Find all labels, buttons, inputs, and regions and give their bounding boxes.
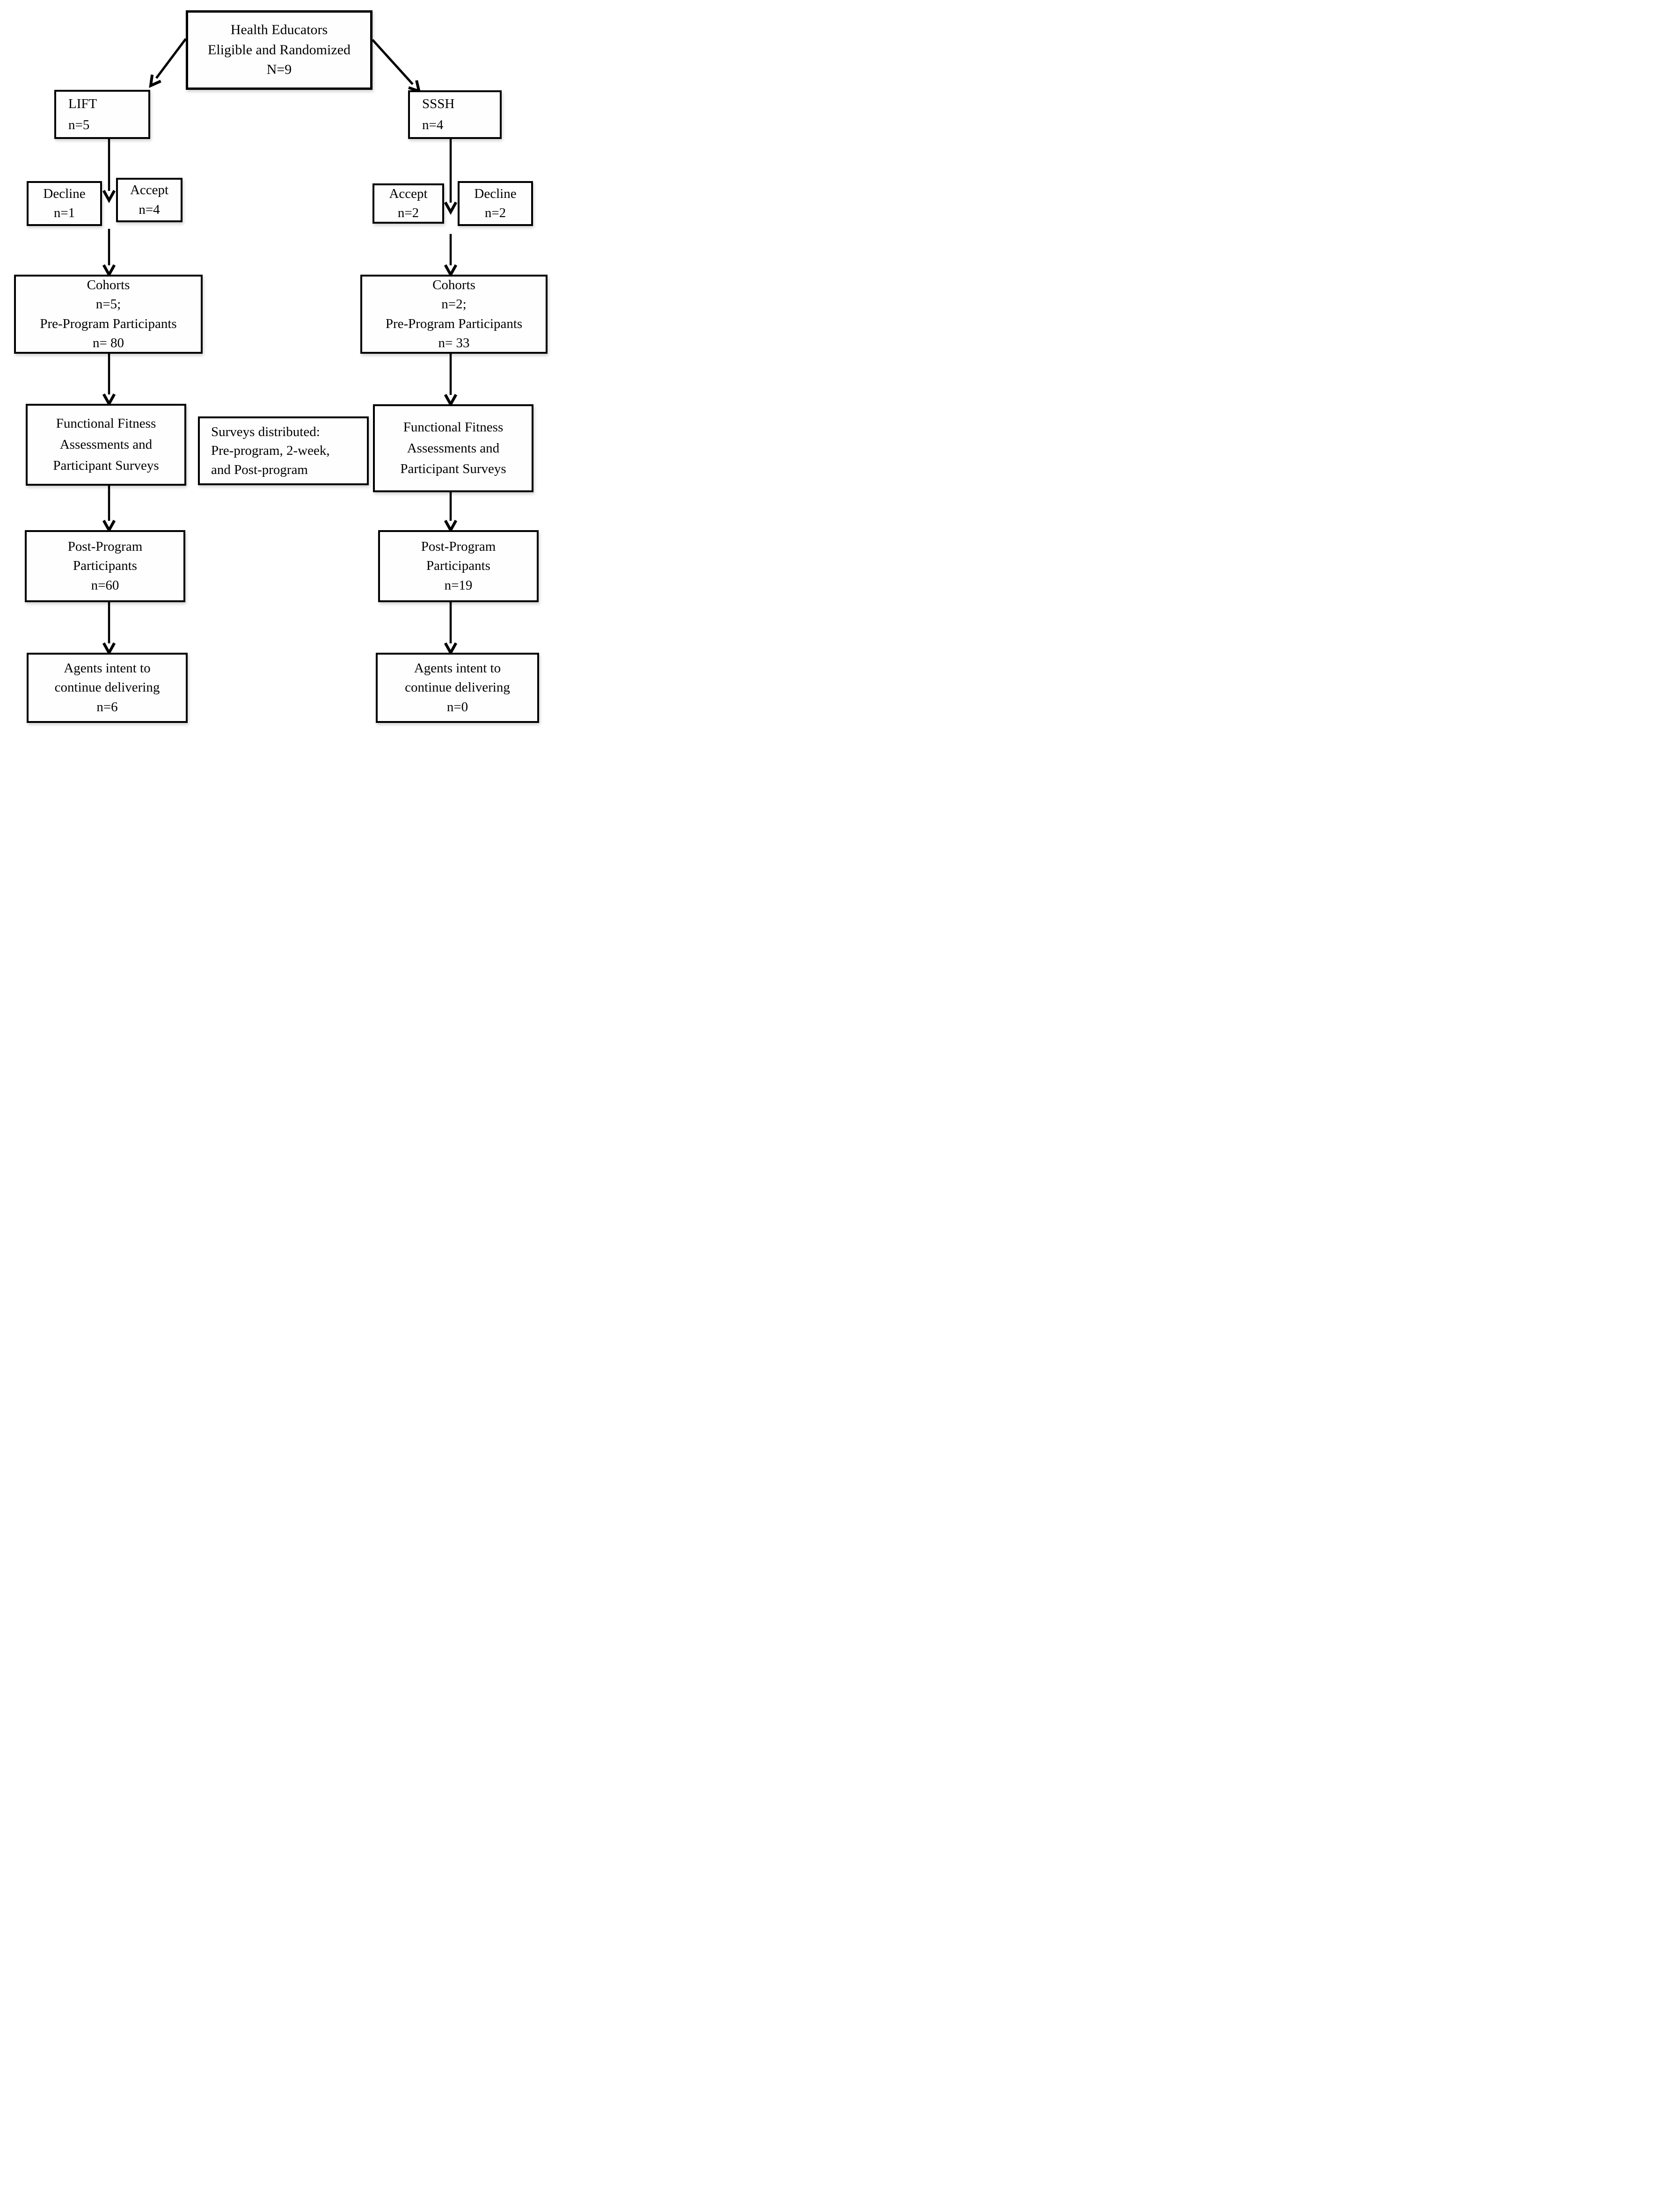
node-text-line: Participant Surveys xyxy=(53,458,159,473)
node-text-line: Health Educators xyxy=(230,22,328,38)
node-text-line: Surveys distributed: xyxy=(211,424,320,440)
node-text-line: Decline xyxy=(43,186,86,201)
node-text-line: Participants xyxy=(73,558,137,574)
node-text-line: Post-Program xyxy=(67,539,143,554)
node-text-line: Assessments and xyxy=(59,437,153,452)
node-text-line: Agents intent to xyxy=(414,661,501,676)
flow-diagram: Health Educators Eligible and Randomized… xyxy=(0,0,560,729)
node-text-line: Pre-Program Participants xyxy=(40,316,177,331)
node-text-line: Decline xyxy=(474,186,517,201)
node-text-line: n=5; xyxy=(95,297,121,312)
node-lift-decline: Decline n=1 xyxy=(27,181,102,226)
node-text-line: n= 80 xyxy=(92,335,124,350)
node-text-line: n=5 xyxy=(68,117,90,132)
node-lift-arm: LIFT n=5 xyxy=(54,90,150,139)
node-text-line: Assessments and xyxy=(407,440,500,456)
node-sssh-post-program: Post-Program Participants n=19 xyxy=(378,530,539,602)
node-text-line: n=2 xyxy=(484,205,506,220)
node-text-line: Accept xyxy=(389,186,428,201)
arrow-randomized-to-lift xyxy=(156,38,187,78)
node-text-line: n=2 xyxy=(397,205,419,220)
node-lift-accept: Accept n=4 xyxy=(116,178,183,222)
node-text-line: n=0 xyxy=(446,699,468,714)
node-text-line: Pre-program, 2-week, xyxy=(211,443,330,459)
node-text-line: Post-Program xyxy=(421,539,496,554)
node-lift-cohorts: Cohorts n=5; Pre-Program Participants n=… xyxy=(14,275,203,354)
node-sssh-accept: Accept n=2 xyxy=(373,183,444,224)
node-text-line: and Post-program xyxy=(211,462,308,477)
node-text-line: Pre-Program Participants xyxy=(385,316,523,331)
node-lift-assessments: Functional Fitness Assessments and Parti… xyxy=(26,404,186,486)
node-health-educators: Health Educators Eligible and Randomized… xyxy=(186,10,373,90)
node-text-line: Eligible and Randomized xyxy=(208,42,351,58)
node-sssh-assessments: Functional Fitness Assessments and Parti… xyxy=(373,404,533,492)
node-text-line: continue delivering xyxy=(405,680,510,695)
node-text-line: n=2; xyxy=(441,297,467,312)
node-lift-post-program: Post-Program Participants n=60 xyxy=(25,530,185,602)
node-sssh-cohorts: Cohorts n=2; Pre-Program Participants n=… xyxy=(360,275,548,354)
node-text-line: Participant Surveys xyxy=(400,461,506,477)
node-text-line: Cohorts xyxy=(87,277,130,293)
node-text-line: Participants xyxy=(426,558,490,574)
node-text-line: n=19 xyxy=(444,577,473,593)
node-surveys-note: Surveys distributed: Pre-program, 2-week… xyxy=(198,416,369,485)
node-text-line: n=1 xyxy=(53,205,75,220)
node-text-line: N=9 xyxy=(266,62,292,78)
node-lift-agents: Agents intent to continue delivering n=6 xyxy=(27,653,188,723)
node-text-line: n=4 xyxy=(422,117,444,132)
node-text-line: Cohorts xyxy=(432,277,475,293)
node-sssh-decline: Decline n=2 xyxy=(458,181,533,226)
node-text-line: Agents intent to xyxy=(64,661,151,676)
node-sssh-arm: SSSH n=4 xyxy=(408,90,502,139)
node-text-line: Functional Fitness xyxy=(56,416,156,431)
node-text-line: LIFT xyxy=(68,96,97,111)
node-text-line: n= 33 xyxy=(438,335,470,350)
node-text-line: SSSH xyxy=(422,96,455,112)
node-text-line: Functional Fitness xyxy=(403,419,504,435)
node-text-line: n=4 xyxy=(139,202,160,217)
node-text-line: Accept xyxy=(130,182,169,198)
node-text-line: continue delivering xyxy=(54,680,160,695)
node-sssh-agents: Agents intent to continue delivering n=0 xyxy=(376,653,539,723)
arrow-randomized-to-sssh xyxy=(372,39,413,84)
node-text-line: n=60 xyxy=(91,577,119,593)
node-text-line: n=6 xyxy=(96,699,118,714)
arrows-layer xyxy=(0,38,560,729)
